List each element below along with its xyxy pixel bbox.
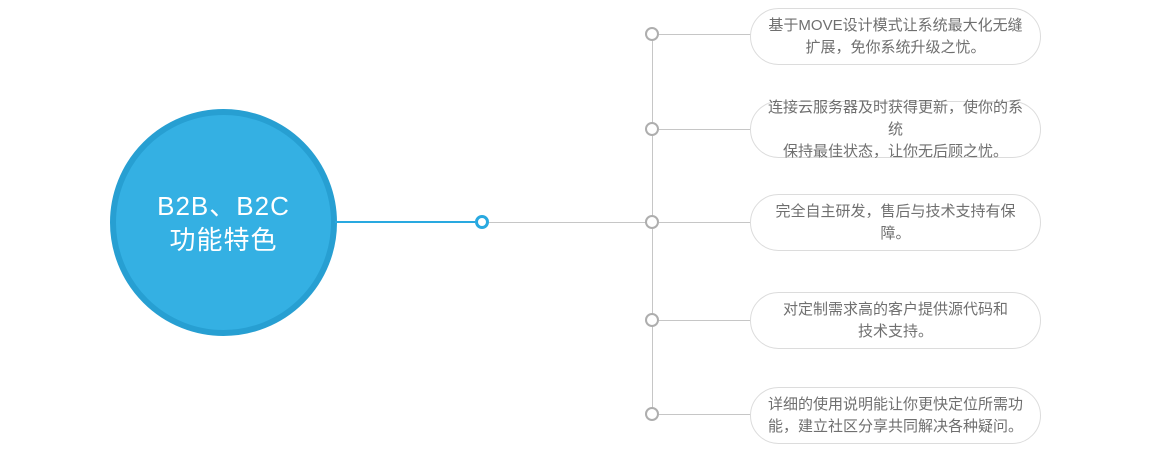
branch-line-1 [659, 34, 751, 35]
hub-connector-line-blue [335, 221, 475, 223]
hub-title: B2B、B2C 功能特色 [157, 189, 290, 257]
feature-4-line-1: 对定制需求高的客户提供源代码和 [782, 300, 1008, 318]
hub-connector-line-gray [489, 222, 653, 223]
feature-bubble-1: 基于MOVE设计模式让系统最大化无缝 扩展，免你系统升级之忧。 [750, 8, 1041, 65]
feature-bubble-3: 完全自主研发，售后与技术支持有保障。 [750, 194, 1041, 251]
feature-1-line-2: 扩展，免你系统升级之忧。 [805, 38, 986, 56]
feature-2-line-2: 保持最佳状态，让你无后顾之忧。 [782, 142, 1008, 160]
midpoint-dot-icon [475, 215, 489, 229]
feature-4-line-2: 技术支持。 [857, 322, 933, 340]
branch-line-5 [659, 414, 751, 415]
feature-1-line-1: 基于MOVE设计模式让系统最大化无缝 [768, 16, 1023, 34]
feature-bubble-2: 连接云服务器及时获得更新，使你的系统 保持最佳状态，让你无后顾之忧。 [750, 99, 1041, 160]
spine-node-dot-3 [645, 215, 659, 229]
feature-5-line-2: 能，建立社区分享共同解决各种疑问。 [767, 417, 1023, 435]
hub-circle: B2B、B2C 功能特色 [110, 109, 337, 336]
spine-node-dot-2 [645, 122, 659, 136]
spine-node-dot-4 [645, 313, 659, 327]
branch-line-3 [659, 222, 751, 223]
feature-bubble-4: 对定制需求高的客户提供源代码和 技术支持。 [750, 292, 1041, 349]
feature-bubble-5: 详细的使用说明能让你更快定位所需功 能，建立社区分享共同解决各种疑问。 [750, 387, 1041, 444]
feature-2-line-1: 连接云服务器及时获得更新，使你的系统 [767, 98, 1023, 138]
spine-node-dot-5 [645, 407, 659, 421]
spine-node-dot-1 [645, 27, 659, 41]
hub-title-line2: 功能特色 [169, 224, 278, 255]
branch-line-2 [659, 129, 751, 130]
feature-3-line-1: 完全自主研发，售后与技术支持有保障。 [775, 202, 1016, 242]
branch-line-4 [659, 320, 751, 321]
hub-title-line1: B2B、B2C [157, 190, 290, 221]
feature-5-line-1: 详细的使用说明能让你更快定位所需功 [767, 395, 1023, 413]
